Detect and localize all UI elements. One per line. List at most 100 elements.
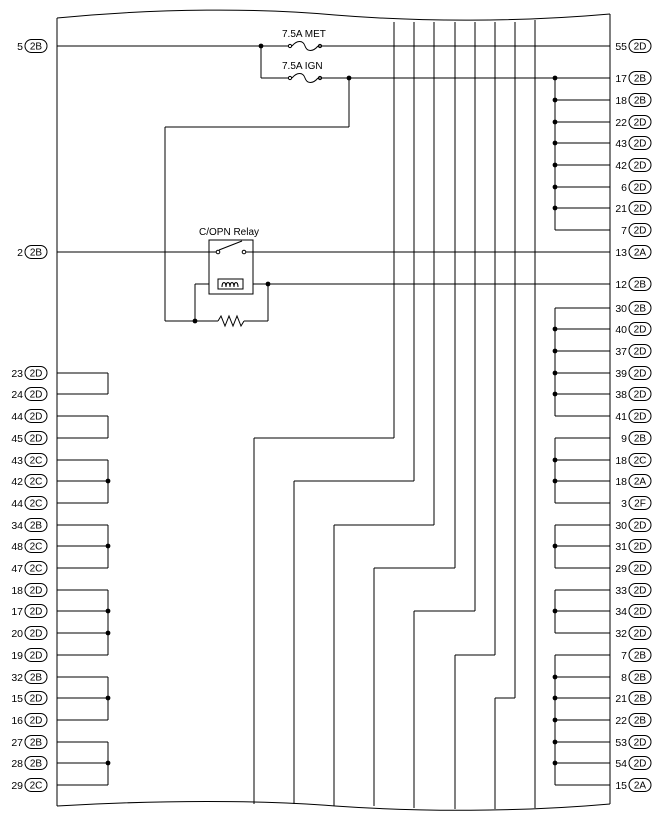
right-connector-oval [628, 539, 652, 553]
right-terminal-number: 32 [615, 628, 627, 640]
left-connector-id: 2D [30, 694, 43, 705]
left-connector-oval [24, 626, 48, 640]
left-terminal: 34 2B [11, 518, 48, 532]
left-connector-id: 2B [30, 521, 43, 532]
right-terminal-number: 18 [615, 95, 627, 107]
right-connector-id: 2D [634, 521, 647, 532]
right-terminal-number: 21 [615, 203, 627, 215]
right-connector-oval [628, 201, 652, 215]
right-connector-oval [628, 626, 652, 640]
right-connector-oval [628, 344, 652, 358]
right-terminal-number: 40 [615, 324, 627, 336]
left-terminal-number: 19 [11, 650, 23, 662]
right-terminal: 32 2D [615, 626, 652, 640]
left-connector-id: 2D [30, 651, 43, 662]
left-connector-oval [24, 518, 48, 532]
right-connector-oval [628, 431, 652, 445]
left-terminal-number: 17 [11, 606, 23, 618]
left-connector-id: 2C [30, 781, 43, 792]
fuse-met-symbol [287, 41, 323, 51]
right-connector-id: 2D [634, 183, 647, 194]
relay-label: C/OPN Relay [199, 227, 259, 238]
left-connector-id: 2D [30, 607, 43, 618]
right-connector-oval [628, 158, 652, 172]
right-terminal-number: 42 [615, 160, 627, 172]
left-terminal-number: 27 [11, 737, 23, 749]
right-connector-oval [628, 583, 652, 597]
right-connector-oval [628, 691, 652, 705]
right-connector-oval [628, 301, 652, 315]
right-connector-id: 2C [634, 456, 647, 467]
left-terminal: 47 2C [11, 561, 48, 575]
right-connector-oval [628, 93, 652, 107]
right-terminal-number: 43 [615, 138, 627, 150]
left-terminal-number: 47 [11, 563, 23, 575]
right-terminal-number: 53 [615, 737, 627, 749]
right-connector-id: 2B [634, 280, 647, 291]
right-connector-id: 2D [634, 759, 647, 770]
right-terminal-number: 38 [615, 389, 627, 401]
left-connector-id: 2C [30, 499, 43, 510]
left-connector-oval [24, 431, 48, 445]
right-terminal-number: 7 [621, 225, 627, 237]
right-connector-id: 2D [634, 347, 647, 358]
left-terminal-number: 34 [11, 520, 23, 532]
right-terminal-number: 34 [615, 606, 627, 618]
right-connector-oval [628, 366, 652, 380]
left-connector-id: 2C [30, 564, 43, 575]
resistor-symbol [217, 314, 245, 328]
left-connector-id: 2B [30, 738, 43, 749]
right-connector-id: 2D [634, 118, 647, 129]
right-connector-oval [628, 778, 652, 792]
left-terminal-number: 44 [11, 411, 23, 423]
left-connector-oval [24, 713, 48, 727]
right-connector-oval [628, 735, 652, 749]
right-terminal-number: 29 [615, 563, 627, 575]
left-connector-id: 2B [30, 673, 43, 684]
right-connector-id: 2D [634, 629, 647, 640]
left-terminal: 17 2D [11, 604, 48, 618]
fuse-ign-symbol [287, 73, 323, 83]
right-connector-id: 2B [634, 96, 647, 107]
left-connector-id: 2D [30, 390, 43, 401]
right-connector-oval [628, 561, 652, 575]
junction-dots [105, 43, 558, 766]
right-connector-id: 2B [634, 651, 647, 662]
right-connector-oval [628, 518, 652, 532]
right-connector-id: 2D [634, 738, 647, 749]
right-terminal-number: 54 [615, 758, 627, 770]
right-terminal: 18 2B [615, 93, 652, 107]
right-connector-oval [628, 670, 652, 684]
fuse-ign-label: 7.5A IGN [282, 61, 323, 72]
left-terminal-number: 45 [11, 433, 23, 445]
right-terminal-number: 41 [615, 411, 627, 423]
left-connector-oval [24, 735, 48, 749]
left-terminal-number: 20 [11, 628, 23, 640]
right-connector-oval [628, 322, 652, 336]
right-connector-oval [628, 453, 652, 467]
block-top-edge [56, 9, 611, 21]
right-terminal-number: 30 [615, 303, 627, 315]
right-connector-id: 2A [634, 781, 647, 792]
